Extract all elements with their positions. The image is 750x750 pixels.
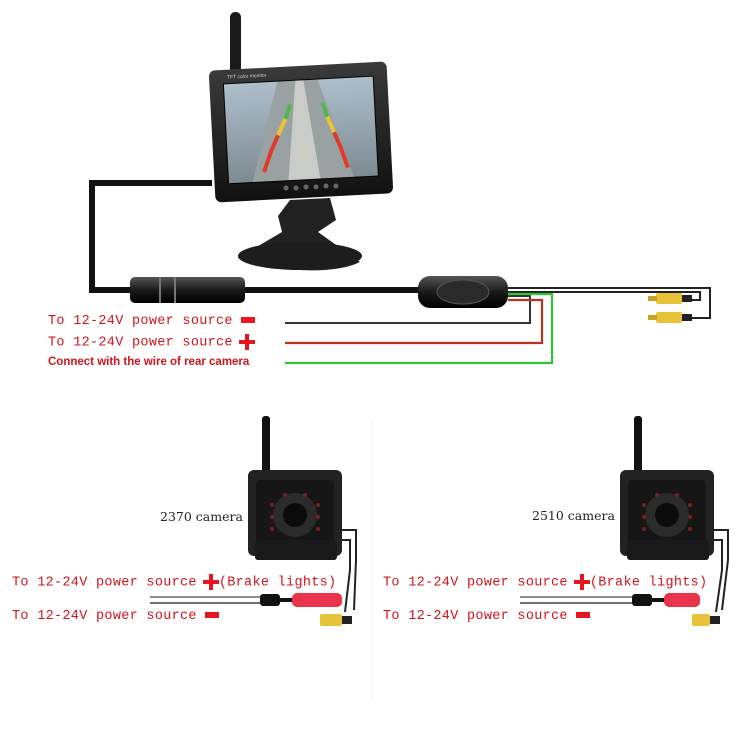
label-pos-power: To 12-24V power source bbox=[48, 334, 255, 351]
rca-connector-1 bbox=[648, 293, 692, 304]
camera-left-ground-power: To 12-24V power source bbox=[12, 609, 197, 624]
monitor-antenna bbox=[230, 12, 241, 74]
monitor: TFT color monitor bbox=[208, 12, 394, 271]
wire-green bbox=[285, 292, 554, 365]
camera-right-ground-power: To 12-24V power source bbox=[383, 609, 568, 624]
camera-left-brake-suffix: (Brake lights) bbox=[218, 575, 337, 591]
camera-right-ground-label: To 12-24V power source bbox=[383, 609, 590, 624]
camera-right bbox=[520, 416, 729, 626]
label-pos-power-text: To 12-24V power source bbox=[48, 335, 233, 351]
camera-left bbox=[150, 416, 357, 626]
camera-right-brake-power: To 12-24V power source bbox=[383, 575, 568, 591]
monitor-screen bbox=[222, 75, 379, 185]
minus-icon bbox=[240, 317, 255, 324]
monitor-brand: TFT color monitor bbox=[227, 73, 267, 81]
plus-icon bbox=[202, 574, 219, 590]
plus-icon bbox=[238, 334, 255, 350]
monitor-buttons bbox=[283, 183, 339, 191]
camera-right-name: 2510 camera bbox=[532, 508, 615, 523]
camera-right-brake-suffix: (Brake lights) bbox=[589, 575, 708, 591]
minus-icon bbox=[204, 612, 219, 619]
aviation-connector bbox=[130, 277, 245, 303]
rca-connector-2 bbox=[648, 312, 692, 323]
camera-left-brake-power: To 12-24V power source bbox=[12, 575, 197, 591]
label-neg-power-text: To 12-24V power source bbox=[48, 314, 233, 329]
camera-left-ground-label: To 12-24V power source bbox=[12, 609, 219, 624]
camera-left-name: 2370 camera bbox=[160, 509, 243, 524]
camera-right-brake-label: To 12-24V power source (Brake lights) bbox=[383, 574, 707, 591]
label-connect-rear-camera: Connect with the wire of rear camera bbox=[48, 356, 250, 368]
plus-icon bbox=[573, 574, 590, 590]
label-neg-power: To 12-24V power source bbox=[48, 314, 255, 329]
camera-left-brake-label: To 12-24V power source (Brake lights) bbox=[12, 574, 336, 591]
monitor-cable bbox=[89, 180, 711, 365]
wire-black bbox=[285, 295, 531, 324]
wire-red bbox=[285, 298, 544, 345]
minus-icon bbox=[575, 612, 590, 619]
